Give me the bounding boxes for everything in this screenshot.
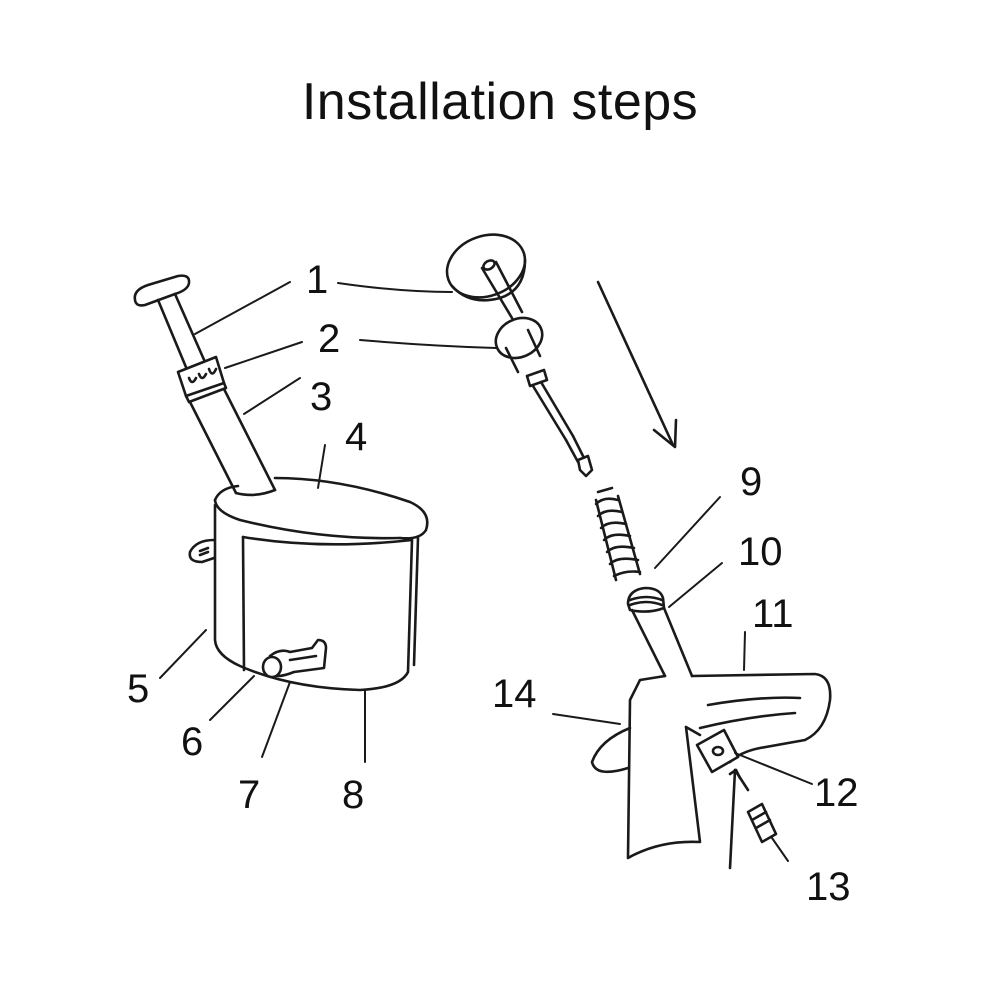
tank	[188, 476, 429, 692]
plunger-tube	[188, 387, 277, 497]
label-4: 4	[345, 415, 367, 459]
label-13: 13	[806, 865, 851, 909]
label-1: 1	[306, 258, 328, 302]
label-12: 12	[814, 771, 859, 815]
diagram-title: Installation steps	[301, 73, 699, 131]
plunger-handle	[133, 274, 207, 374]
label-3: 3	[310, 375, 332, 419]
label-10: 10	[738, 530, 783, 574]
valve-body	[590, 586, 832, 870]
label-14: 14	[492, 672, 537, 716]
rod	[480, 259, 524, 320]
direction-arrow	[596, 280, 678, 449]
middle-collar	[494, 316, 594, 478]
label-8: 8	[342, 773, 364, 817]
label-7: 7	[238, 773, 260, 817]
label-2: 2	[318, 317, 340, 361]
plunger-nut	[176, 355, 228, 404]
label-5: 5	[127, 667, 149, 711]
label-9: 9	[740, 460, 762, 504]
drain-valve	[261, 638, 328, 679]
leader-lines	[159, 281, 813, 862]
label-6: 6	[181, 720, 203, 764]
label-11: 11	[752, 592, 794, 636]
spring	[594, 486, 642, 582]
